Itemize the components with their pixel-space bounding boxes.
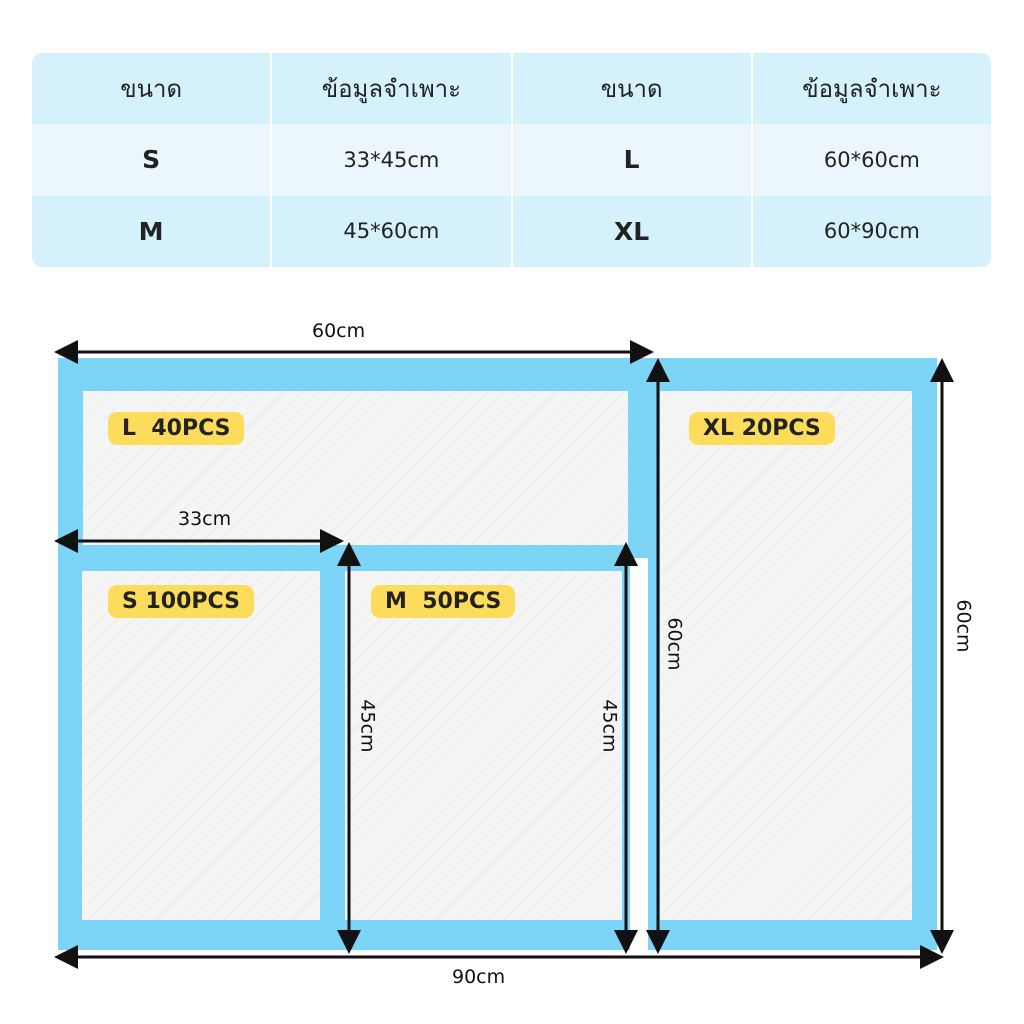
size-cell: M: [32, 195, 273, 267]
label-xl: XL 20PCS: [689, 412, 835, 445]
size-cell: S: [32, 124, 273, 196]
table-row: M 45*60cm XL 60*90cm: [32, 195, 991, 267]
table-header: ขนาด ข้อมูลจำเพาะ ขนาด ข้อมูลจำเพาะ: [32, 53, 991, 125]
dim-xl-height: 60cm: [952, 599, 975, 653]
spec-cell: 60*90cm: [823, 219, 920, 244]
dim-bottom: 90cm: [452, 966, 506, 988]
pad-s-inner: [82, 571, 320, 920]
dim-m-height: 45cm: [598, 699, 621, 753]
spec-cell: 60*60cm: [823, 147, 920, 172]
label-s: S 100PCS: [108, 585, 254, 618]
spec-cell: 33*45cm: [272, 124, 513, 196]
header-size: ขนาด: [513, 53, 753, 125]
size-cell: XL: [513, 195, 753, 267]
table-row: S 33*45cm L 60*60cm: [32, 124, 991, 196]
header-spec: ข้อมูลจำเพาะ: [802, 75, 942, 104]
dim-top: 60cm: [312, 320, 366, 342]
label-l: L 40PCS: [108, 412, 245, 445]
size-cell: L: [513, 124, 753, 196]
dim-s-width: 33cm: [178, 508, 232, 530]
pad-m-inner: [345, 571, 622, 920]
dim-s-height: 45cm: [356, 699, 379, 753]
dim-l-height: 60cm: [663, 617, 686, 671]
label-m: M 50PCS: [371, 585, 516, 618]
spec-cell: 45*60cm: [272, 195, 513, 267]
size-table: ขนาด ข้อมูลจำเพาะ ขนาด ข้อมูลจำเพาะ S 33…: [32, 53, 991, 267]
header-size: ขนาด: [32, 53, 273, 125]
pad-xl-inner: [660, 391, 912, 920]
header-spec: ข้อมูลจำเพาะ: [272, 53, 513, 125]
